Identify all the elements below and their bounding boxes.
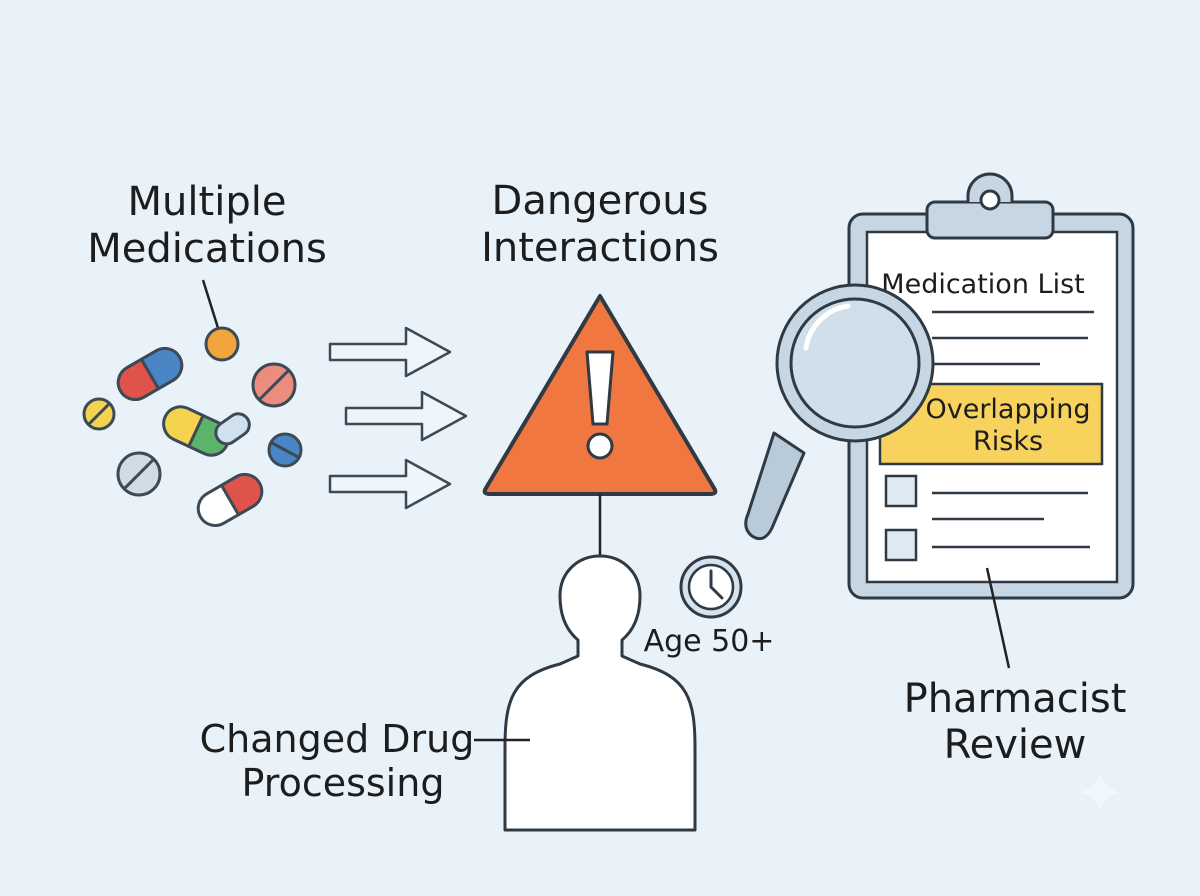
pharmacist-review-label-line2: Review	[944, 722, 1087, 768]
dangerous-interactions-label-line1: Dangerous	[492, 178, 709, 224]
checklist-row	[884, 474, 1088, 521]
clock-icon	[679, 555, 743, 619]
medications-leader-line	[201, 279, 220, 329]
pills-icon	[82, 326, 303, 527]
sparkle-icon	[1080, 772, 1120, 812]
dangerous-interactions-label-line2: Interactions	[481, 225, 719, 271]
overlapping-risks-line2: Risks	[973, 426, 1043, 457]
checklist-row	[884, 528, 1090, 562]
multiple-medications-label-line2: Medications	[87, 226, 327, 272]
arrow-icon	[344, 390, 468, 442]
pharmacist-leader-line	[985, 567, 1011, 669]
age-label: Age 50+	[644, 624, 775, 659]
arrow-icon	[328, 326, 452, 378]
arrow-icon	[328, 458, 452, 510]
changed-drug-processing-label-line2: Processing	[242, 761, 445, 805]
magnifying-glass-icon	[744, 283, 935, 541]
overlapping-risks-line1: Overlapping	[925, 394, 1090, 425]
person-silhouette-icon	[503, 554, 697, 832]
pharmacist-review-label-line1: Pharmacist	[904, 676, 1127, 722]
warning-triangle-icon	[482, 294, 718, 496]
multiple-medications-label-line1: Multiple	[128, 179, 287, 225]
medication-list-title: Medication List	[881, 269, 1084, 300]
changed-drug-processing-label-line1: Changed Drug	[200, 717, 475, 761]
